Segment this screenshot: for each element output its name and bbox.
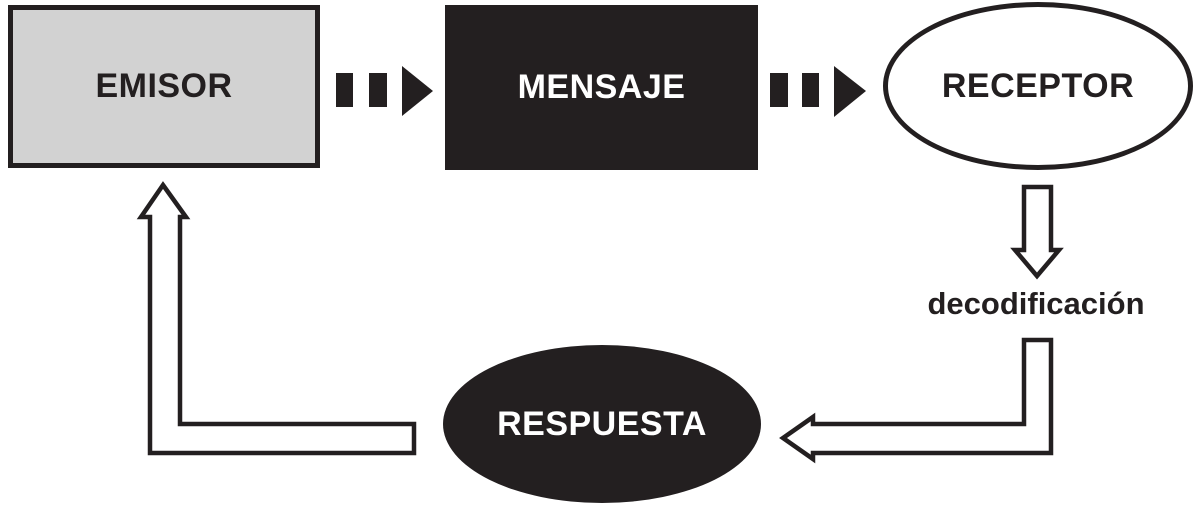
node-receptor-label: RECEPTOR <box>941 66 1135 105</box>
arrow-emisor-to-mensaje-icon <box>336 66 433 116</box>
right-arrowhead-icon <box>402 66 433 116</box>
node-mensaje: MENSAJE <box>445 5 758 170</box>
dash-segment <box>369 73 387 107</box>
decodificacion-text: decodificación <box>927 286 1145 321</box>
arrow-decodificacion-to-respuesta-icon <box>779 337 1054 464</box>
dash-segment <box>770 73 788 107</box>
node-respuesta: RESPUESTA <box>443 345 761 503</box>
arrow-receptor-to-decodificacion-icon <box>1010 184 1064 280</box>
label-decodificacion: decodificación <box>916 286 1156 322</box>
dash-segment <box>802 73 819 107</box>
node-emisor-label: EMISOR <box>95 67 233 105</box>
arrow-respuesta-to-emisor-icon <box>136 181 417 456</box>
node-respuesta-label: RESPUESTA <box>497 404 707 443</box>
arrow-mensaje-to-receptor-icon <box>770 66 866 117</box>
node-emisor: EMISOR <box>8 5 320 168</box>
right-arrowhead-icon <box>834 66 866 117</box>
dash-segment <box>336 73 353 107</box>
node-receptor: RECEPTOR <box>883 2 1193 170</box>
node-mensaje-label: MENSAJE <box>517 68 686 106</box>
